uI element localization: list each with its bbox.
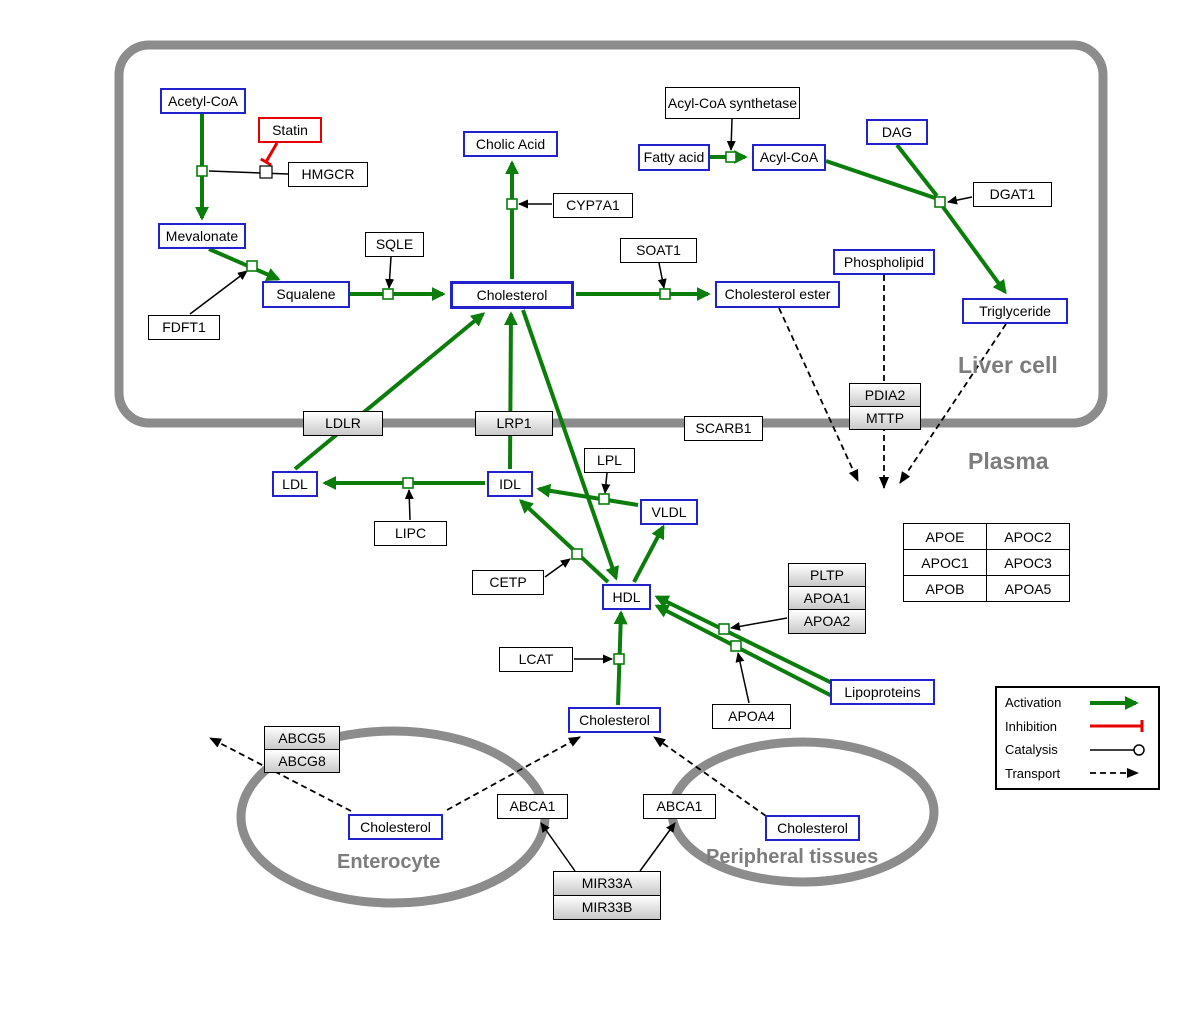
node-apoc1[interactable]: APOC1 [903,549,987,576]
node-mir33a[interactable]: MIR33A [553,871,661,896]
transport-edges [209,275,1007,817]
abcg5-abcg8-complex: ABCG5 ABCG8 [264,726,340,773]
node-statin[interactable]: Statin [258,117,322,143]
node-acetyl-coa[interactable]: Acetyl-CoA [160,88,246,114]
node-apoa2[interactable]: APOA2 [788,609,866,634]
region-label-plasma: Plasma [968,448,1049,474]
node-triglyceride[interactable]: Triglyceride [962,298,1068,324]
reaction-nodes [196,151,946,665]
node-lpl[interactable]: LPL [584,448,635,473]
inhibition-edge-statin [260,142,279,167]
legend-row-transport: Transport [1005,765,1150,781]
transport-dashed-arrow-icon [1090,768,1139,779]
node-lipoproteins[interactable]: Lipoproteins [830,679,935,705]
node-abcg5[interactable]: ABCG5 [264,726,340,750]
node-pltp[interactable]: PLTP [788,563,866,587]
node-abca1-peripheral[interactable]: ABCA1 [643,794,716,819]
node-squalene[interactable]: Squalene [262,281,350,308]
node-abca1-enterocyte[interactable]: ABCA1 [497,794,568,819]
legend-row-catalysis: Catalysis [1005,742,1150,758]
node-mttp[interactable]: MTTP [849,406,921,430]
node-mevalonate[interactable]: Mevalonate [158,223,246,249]
node-cholic-acid[interactable]: Cholic Acid [463,131,558,157]
node-apob[interactable]: APOB [903,575,987,602]
node-cholesterol-plasma[interactable]: Cholesterol [568,707,661,733]
node-abcg8[interactable]: ABCG8 [264,749,340,773]
node-mir33b[interactable]: MIR33B [553,895,661,920]
legend-label-catalysis: Catalysis [1005,742,1058,758]
node-apoa5[interactable]: APOA5 [986,575,1070,602]
node-cholesterol-liver[interactable]: Cholesterol [450,281,574,309]
node-ldl[interactable]: LDL [272,471,318,497]
node-cholesterol-peripheral[interactable]: Cholesterol [765,815,860,841]
inhibition-tee-icon [1090,720,1144,733]
node-acyl-coa-synthetase[interactable]: Acyl-CoA synthetase [665,87,800,119]
node-vldl[interactable]: VLDL [640,499,698,525]
node-cyp7a1[interactable]: CYP7A1 [553,193,633,218]
node-hdl[interactable]: HDL [602,584,651,610]
node-apoc2[interactable]: APOC2 [986,523,1070,550]
node-apoc3[interactable]: APOC3 [986,549,1070,576]
node-dag[interactable]: DAG [866,119,928,145]
node-cetp[interactable]: CETP [472,570,544,595]
node-apoe[interactable]: APOE [903,523,987,550]
node-lrp1[interactable]: LRP1 [475,411,553,436]
node-apoa1[interactable]: APOA1 [788,586,866,610]
apolipoprotein-table: APOE APOC2 APOC1 APOC3 APOB APOA5 [903,523,1070,602]
region-label-liver: Liver cell [958,352,1058,378]
catalysis-port [259,165,273,179]
catalysis-edges [189,118,973,872]
node-acyl-coa[interactable]: Acyl-CoA [752,144,826,171]
legend: Activation Inhibition Catalysis Transpor… [995,686,1160,790]
node-lipc[interactable]: LIPC [374,521,447,546]
legend-label-inhibition: Inhibition [1005,718,1058,734]
catalysis-circle-icon [1090,744,1145,756]
node-lcat[interactable]: LCAT [499,647,573,672]
legend-row-activation: Activation [1005,695,1150,711]
node-cholesterol-enterocyte[interactable]: Cholesterol [348,814,443,840]
pdia2-mttp-complex: PDIA2 MTTP [849,383,921,430]
liver-cell-membrane [114,40,1108,428]
activation-arrow-icon [1090,695,1139,710]
pltp-apoa-complex: PLTP APOA1 APOA2 [788,563,866,634]
mir33-complex: MIR33A MIR33B [553,871,661,920]
node-fdft1[interactable]: FDFT1 [148,315,220,340]
node-fatty-acid[interactable]: Fatty acid [638,144,710,171]
node-sqle[interactable]: SQLE [365,232,424,257]
node-scarb1[interactable]: SCARB1 [684,416,763,441]
node-apoa4[interactable]: APOA4 [712,704,791,729]
node-pdia2[interactable]: PDIA2 [849,383,921,407]
node-soat1[interactable]: SOAT1 [620,238,697,263]
node-dgat1[interactable]: DGAT1 [973,182,1052,207]
node-hmgcr[interactable]: HMGCR [288,162,368,187]
node-ldlr[interactable]: LDLR [303,411,383,436]
legend-label-transport: Transport [1005,765,1061,781]
node-cholesterol-ester[interactable]: Cholesterol ester [715,281,840,308]
node-idl[interactable]: IDL [487,471,533,497]
region-label-peripheral: Peripheral tissues [706,846,879,868]
node-phospholipid[interactable]: Phospholipid [833,249,935,275]
legend-label-activation: Activation [1005,695,1062,711]
region-label-enterocyte: Enterocyte [337,851,441,873]
legend-row-inhibition: Inhibition [1005,718,1150,734]
